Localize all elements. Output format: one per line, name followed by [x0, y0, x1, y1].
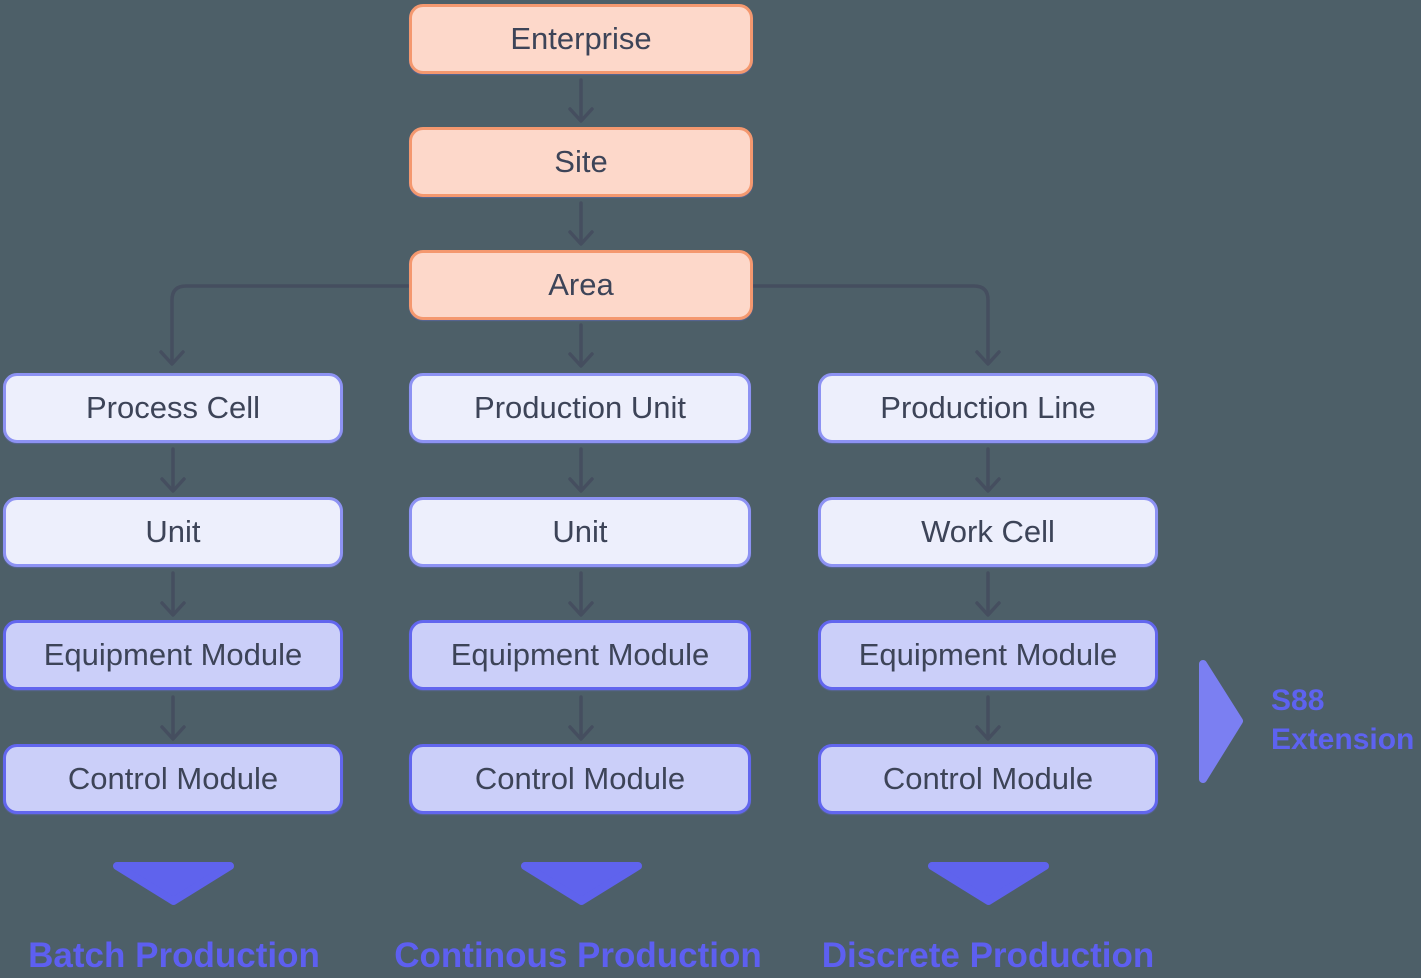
arrow-down-icon — [975, 695, 1001, 741]
triangle-down-icon — [521, 862, 642, 905]
arrow-down-icon — [160, 571, 186, 617]
arrow-down-icon — [160, 695, 186, 741]
label-batch-production: Batch Production — [28, 936, 320, 975]
arrow-down-icon — [568, 695, 594, 741]
label-discrete-production: Discrete Production — [821, 936, 1155, 975]
arrow-down-icon — [568, 447, 594, 493]
node-control-module-batch: Control Module — [3, 744, 343, 814]
node-process-cell: Process Cell — [3, 373, 343, 443]
node-production-line: Production Line — [818, 373, 1158, 443]
node-equipment-module-batch: Equipment Module — [3, 620, 343, 690]
node-area: Area — [409, 250, 753, 320]
arrow-down-icon — [568, 571, 594, 617]
triangle-down-icon — [113, 862, 234, 905]
node-enterprise: Enterprise — [409, 4, 753, 74]
triangle-down-icon — [928, 862, 1049, 905]
s88-extension-label: S88 Extension — [1271, 681, 1414, 759]
node-unit-batch: Unit — [3, 497, 343, 567]
s88-extension-line1: S88 — [1271, 684, 1325, 717]
arrow-down-icon — [568, 201, 594, 246]
node-unit-continuous: Unit — [409, 497, 751, 567]
node-work-cell: Work Cell — [818, 497, 1158, 567]
node-control-module-discrete: Control Module — [818, 744, 1158, 814]
connector-left-branch — [159, 284, 411, 366]
arrow-down-icon — [975, 571, 1001, 617]
s88-arrow-icon — [1199, 660, 1243, 783]
arrow-down-icon — [975, 447, 1001, 493]
s88-extension-line2: Extension — [1271, 723, 1415, 756]
node-equipment-module-discrete: Equipment Module — [818, 620, 1158, 690]
node-control-module-continuous: Control Module — [409, 744, 751, 814]
node-equipment-module-continuous: Equipment Module — [409, 620, 751, 690]
arrow-down-icon — [568, 323, 594, 368]
connector-right-branch — [751, 284, 1001, 366]
arrow-down-icon — [568, 78, 594, 123]
label-continuous-production: Continous Production — [394, 936, 762, 975]
node-production-unit: Production Unit — [409, 373, 751, 443]
arrow-down-icon — [160, 447, 186, 493]
node-site: Site — [409, 127, 753, 197]
